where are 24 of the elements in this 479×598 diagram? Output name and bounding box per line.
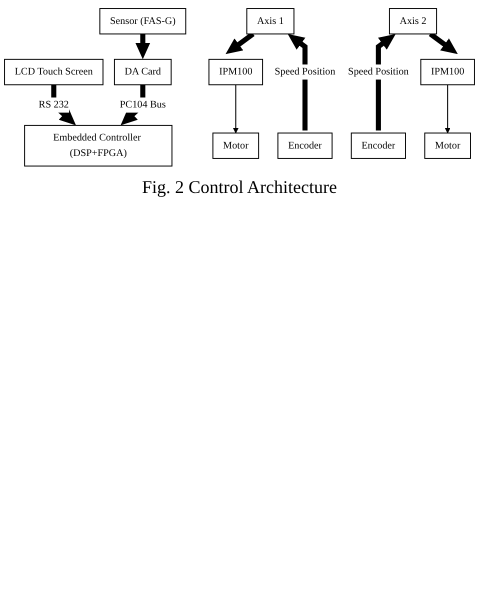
node-box: Sensor (FAS-G) (99, 8, 186, 34)
arrow (135, 34, 150, 60)
node-box: Embedded Controller (DSP+FPGA) (24, 124, 172, 167)
edge-label: Speed Position (274, 66, 336, 78)
node-box: Axis 1 (246, 8, 294, 34)
arrow (444, 84, 450, 134)
node-box: Encoder (350, 132, 406, 159)
node-box: Motor (424, 132, 471, 159)
node-box: Axis 2 (388, 8, 438, 34)
arrow (232, 84, 239, 134)
edge-label: RS 232 (38, 99, 69, 110)
node-box: IPM100 (208, 58, 264, 86)
node-box: LCD Touch Screen (4, 58, 104, 86)
arrow (288, 34, 308, 130)
arrow (376, 34, 396, 130)
edge-label: Speed Position (348, 66, 409, 78)
node-box: DA Card (114, 58, 172, 86)
edge-label: PC104 Bus (120, 99, 166, 110)
node-box: Encoder (277, 132, 333, 159)
figure-caption: Fig. 2 Control Architecture (142, 176, 337, 198)
node-box: IPM100 (420, 58, 475, 86)
arrow (226, 32, 255, 54)
node-box: Motor (212, 132, 260, 159)
arrow (428, 32, 458, 54)
